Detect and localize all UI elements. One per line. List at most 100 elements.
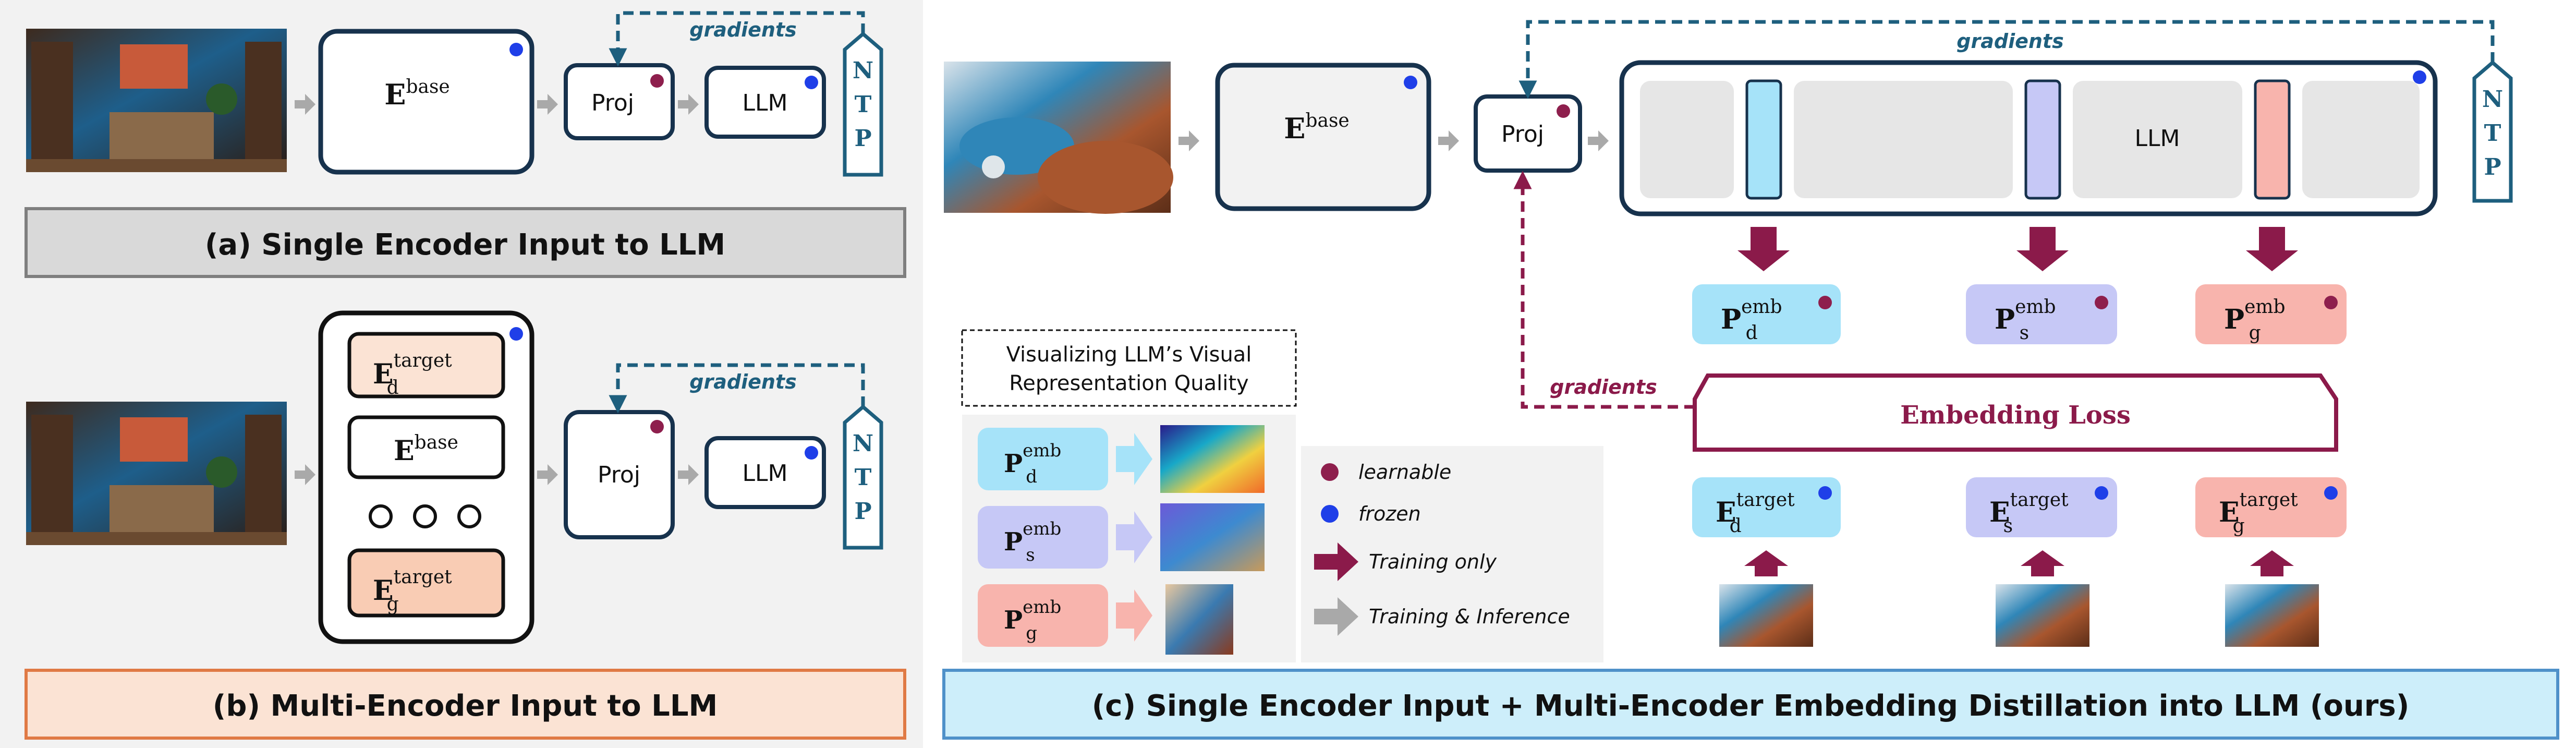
p-emb-s [1966,284,2117,344]
room-image-b [26,402,287,545]
ntp-letter: N [2482,86,2503,113]
viz-p-emb-g [978,584,1108,647]
encoder-base-box-c [1215,63,1431,211]
frozen-dot [805,76,818,89]
learnable-dot [650,74,664,88]
maroon-up-arrow [1744,550,1788,576]
gray-arrow [1438,130,1459,151]
caption-b-box [25,669,906,740]
gradients-label-c: gradients [1957,30,2063,53]
llm-layer-block [2302,81,2420,198]
ntp-letter: T [2484,120,2501,147]
generated-image [1165,584,1233,655]
learnable-legend-dot [1321,463,1339,481]
embedding-loss-label: Embedding Loss [1900,401,2131,430]
gradient-path-b [609,363,865,414]
llm-hidden-g [2254,79,2291,200]
encoder-base-label-a: Ebase [384,76,449,111]
ntp-tag-c [2472,60,2513,203]
maroon-down-arrow [1737,227,1790,271]
encoder-base-b [347,415,505,479]
frozen-dot [805,446,818,460]
learnable-dot [2095,296,2108,309]
gradient-path-a [609,11,865,67]
viz-title-box [961,329,1297,407]
encoder-base-box-a [318,29,534,175]
llm-layer-block [1794,81,2013,198]
ntp-tag-a [843,31,883,177]
e-target-s [1966,477,2117,537]
gradients-label-a: gradients [689,18,796,41]
car-image-main [944,62,1173,214]
embedding-loss-box [1693,373,2338,452]
maroon-down-arrow [2016,227,2069,271]
viz-arrow-g [1116,589,1152,642]
learnable-dot [1818,296,1832,309]
llm-box-b [704,436,826,509]
llm-label-a: LLM [743,90,788,116]
maroon-up-arrow [2021,550,2064,576]
frozen-legend-dot [1321,505,1339,523]
legend-frozen: frozen [1358,502,1421,525]
llm-hidden-d [1745,79,1782,200]
p-emb-d [1692,284,1841,344]
viz-title-line-2: Representation Quality [1009,371,1248,395]
llm-layer-block [1640,81,1734,198]
gray-arrow [295,464,315,485]
training-only-arrow [1314,542,1358,581]
ntp-letter: P [854,498,871,525]
legend-learnable: learnable [1358,461,1451,484]
gray-arrow [678,94,699,115]
encoder-base-label-b: Ebase [394,432,458,467]
caption-b: (b) Multi-Encoder Input to LLM [213,689,718,723]
ellipsis-dot [413,504,437,528]
llm-layer-block [2073,81,2242,198]
ntp-letter: T [855,91,872,118]
viz-p-emb-d [978,428,1108,490]
ellipsis-dot [457,504,481,528]
maroon-up-arrow [2250,550,2294,576]
ntp-letter: P [854,125,871,152]
gray-arrow [537,464,558,485]
frozen-dot [1404,76,1417,89]
ntp-tag-b [843,404,883,550]
encoder-base-label-c: Ebase [1284,110,1349,145]
ntp-letter: P [2484,154,2501,180]
gray-arrow [537,94,558,115]
ntp-letter: T [855,464,872,491]
car-thumbnail-g [2225,584,2319,647]
encoder-target-d-b [347,332,505,399]
gradients-label-b: gradients [689,370,796,393]
frozen-dot [509,327,523,341]
gradients-label-loss: gradients [1550,376,1657,399]
segmentation-image [1160,503,1265,571]
room-image-a [26,29,287,172]
frozen-dot [2095,486,2108,500]
proj-label-b: Proj [598,462,640,488]
learnable-dot [1557,104,1570,118]
llm-hidden-s [2024,79,2061,200]
car-thumbnail-d [1719,584,1813,647]
gray-arrow [678,464,699,485]
legend-box [1301,446,1603,662]
llm-label-b: LLM [743,460,788,487]
frozen-dot [2413,70,2426,84]
caption-a: (a) Single Encoder Input to LLM [205,228,725,262]
llm-box-a [704,66,826,139]
viz-p-emb-s [978,506,1108,569]
proj-label-a: Proj [591,90,634,116]
frozen-dot [509,43,523,56]
llm-label-c: LLM [2135,125,2180,152]
caption-a-box [25,207,906,278]
legend-training-only: Training only [1369,550,1497,573]
training-inference-arrow [1314,597,1358,636]
frozen-dot [1818,486,1832,500]
